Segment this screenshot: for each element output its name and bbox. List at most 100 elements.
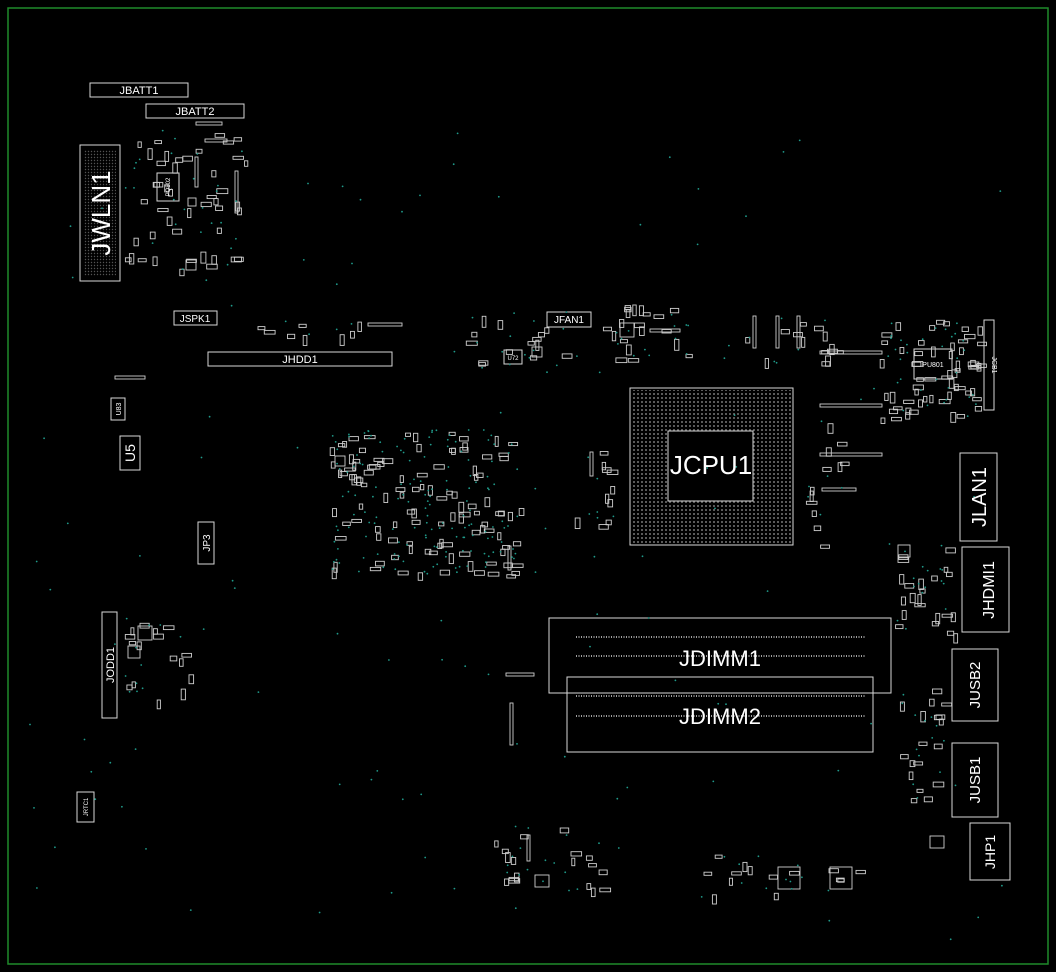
via [890,334,893,337]
smd-part [819,452,883,457]
via [208,415,211,418]
via [553,862,556,864]
u5-outline [119,435,141,471]
via [785,878,787,881]
smd-part [610,486,616,495]
via [941,569,944,571]
smd-part [910,798,918,804]
via [359,198,362,201]
smd-part [821,487,857,492]
smd-part [954,386,966,391]
via [456,571,458,574]
smd-part [474,570,485,576]
smd-part [232,155,244,160]
via [284,320,287,323]
smd-part [350,330,355,339]
via [233,587,236,589]
via [348,433,350,436]
smd-part [881,340,889,345]
smd-part [947,391,952,400]
smd-part [674,338,680,351]
smd-part [957,339,969,344]
smd-part [835,877,845,883]
via [589,645,591,648]
via [894,348,897,351]
via [511,855,514,858]
smd-part [773,892,779,901]
smd-part [188,674,195,685]
smd-part [918,578,924,590]
smd-part [333,561,338,573]
smd-part [911,361,922,367]
via [896,619,899,622]
via [487,439,490,441]
smd-part [377,461,385,467]
smd-part [954,368,961,373]
via [432,565,435,568]
u72-outline [503,349,523,365]
smd-part [172,228,183,235]
smd-part [338,469,343,478]
smd-part [162,625,175,631]
smd-part [216,227,222,234]
smd-part [334,455,346,467]
via [912,577,915,580]
via [888,543,891,545]
via [338,562,341,564]
smd-part [467,503,477,510]
via [458,565,461,568]
via [484,566,487,568]
via [944,328,947,331]
via [350,323,353,325]
via [341,495,344,498]
via [735,466,738,468]
smd-part [462,442,468,451]
label-jbatt1: JBATT1 [120,85,159,97]
via [431,488,433,491]
smd-part [599,451,609,456]
via [205,279,208,282]
via [939,771,941,773]
via [393,558,396,560]
smd-part [933,714,943,721]
label-jcpu1: JCPU1 [670,450,752,480]
via [423,456,426,458]
via [912,783,915,786]
smd-part [943,321,950,327]
smd-part [881,332,893,338]
via [617,343,619,345]
via [935,724,938,727]
smd-part [351,518,362,523]
smd-part [342,441,348,448]
smd-part [512,541,522,547]
label-jhdmi1: JHDMI1 [981,561,998,619]
smd-part [653,314,665,319]
via [462,549,464,552]
smd-part [349,474,356,481]
via [492,551,495,554]
smd-part [796,315,801,349]
smd-part [961,326,969,332]
via [715,462,718,465]
smd-part [537,332,545,338]
smd-part [166,216,173,226]
via [507,452,510,454]
via [409,483,412,485]
smd-part [929,325,936,331]
smd-part [884,392,889,401]
smd-part [586,883,592,890]
smd-part [156,699,161,710]
via [431,431,433,433]
smd-part [497,320,504,330]
via [568,889,570,892]
smd-part [505,672,535,677]
smd-part [931,346,936,358]
smd-part [476,472,484,478]
smd-part [611,330,617,342]
via [943,739,945,742]
smd-part [711,894,717,905]
via [870,722,872,725]
via [170,152,173,155]
via [161,129,164,132]
smd-part [302,334,308,346]
